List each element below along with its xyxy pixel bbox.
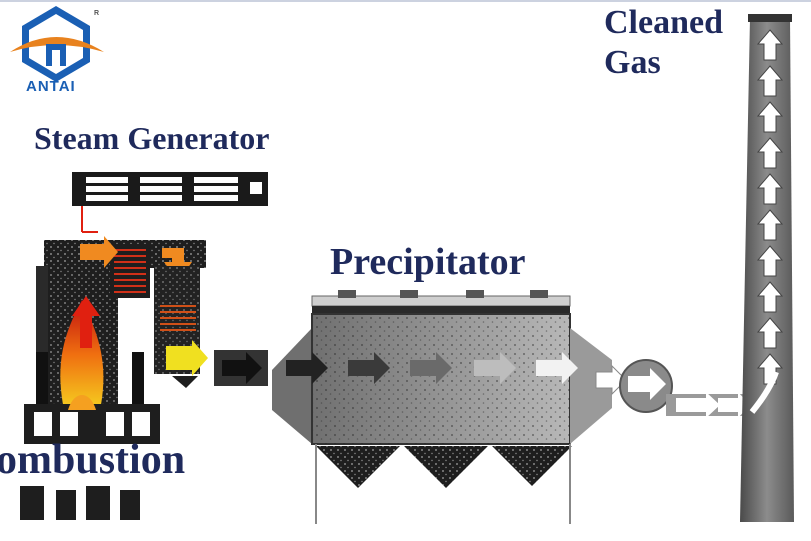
antai-logo — [10, 6, 104, 82]
chimney-stack — [740, 14, 794, 522]
precipitator-label: Precipitator — [330, 241, 526, 283]
combustion-label: ombustion — [0, 437, 186, 483]
cleaned-gas-label-line1: Cleaned — [604, 4, 723, 41]
steam-generator-label: Steam Generator — [34, 120, 270, 156]
logo-brand-text: ANTAI — [26, 78, 76, 95]
registered-mark: R — [94, 10, 100, 17]
induced-draft-fan — [595, 359, 750, 418]
precipitator-unit — [272, 290, 612, 524]
cleaned-gas-label-line2: Gas — [604, 44, 661, 81]
flue-duct — [214, 350, 268, 386]
boiler-furnace — [20, 236, 208, 520]
steam-generator-header — [72, 172, 268, 233]
